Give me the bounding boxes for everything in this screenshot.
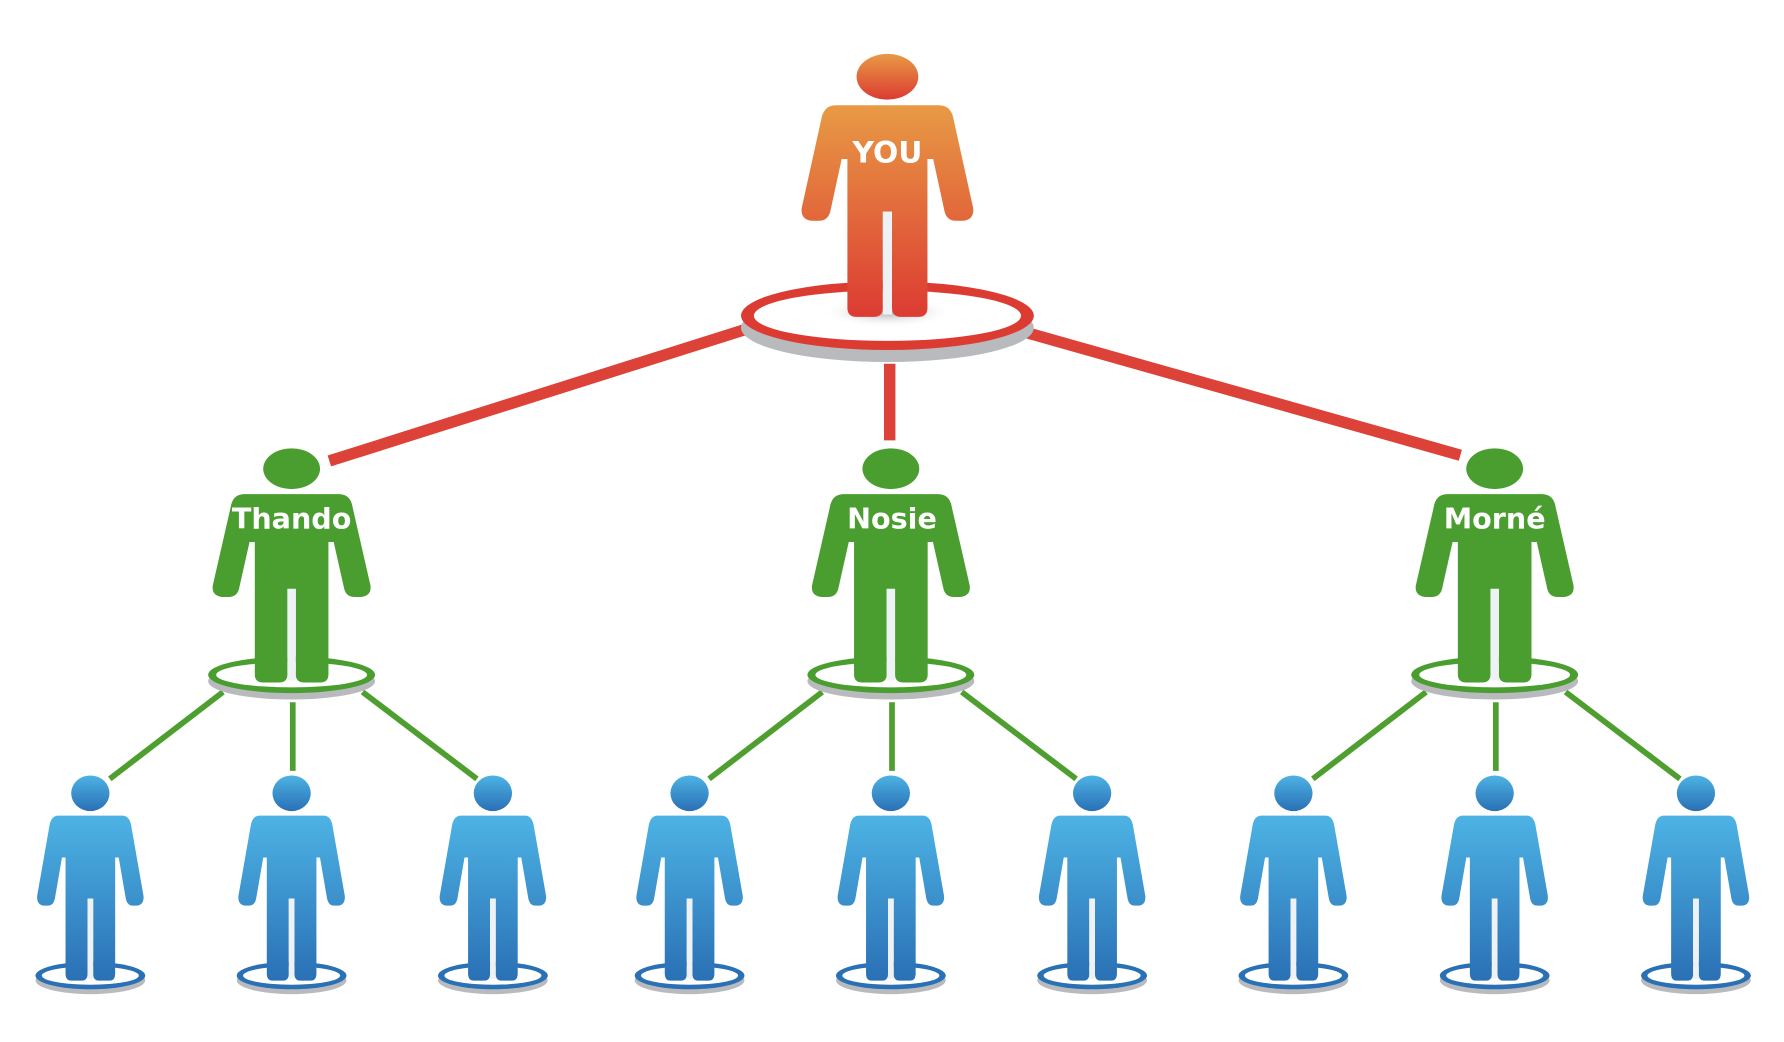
level2-person-icon (37, 775, 144, 981)
leg-gap (1290, 898, 1297, 979)
leg-gap (1089, 898, 1095, 979)
level2-person-icon (1240, 775, 1347, 981)
head-icon (1274, 775, 1313, 812)
leg-gap (888, 898, 894, 979)
level2-person-icon (1441, 775, 1548, 981)
link-level1-child (108, 689, 225, 782)
link-level1-child (1563, 689, 1682, 782)
body-icon (1642, 815, 1750, 981)
level2-person-icon (238, 775, 345, 981)
head-icon (1466, 448, 1524, 490)
link-level1-child (960, 689, 1078, 782)
head-icon (1475, 775, 1514, 812)
head-icon (473, 775, 513, 812)
leg-gap (490, 898, 496, 979)
head-icon (871, 775, 911, 812)
level1-person-icon (811, 448, 970, 683)
level2-person-icon (1642, 775, 1750, 981)
leg-gap (287, 588, 296, 681)
level1-label-nosie: Nosie (847, 501, 937, 535)
connector-lines (108, 322, 1682, 782)
level1-person-icon (1415, 448, 1574, 683)
body-icon (636, 815, 743, 981)
body-icon (837, 815, 945, 981)
leg-gap (1490, 588, 1499, 681)
leg-gap (288, 898, 295, 979)
head-icon (856, 53, 919, 100)
link-root-thando (327, 322, 751, 467)
body-icon (212, 494, 371, 683)
head-icon (862, 448, 920, 490)
level2-person-icon (837, 775, 945, 981)
head-icon (71, 775, 110, 812)
link-root-morne (1021, 326, 1462, 461)
level2-person-icon (439, 775, 547, 981)
body-icon (1240, 815, 1347, 981)
leg-gap (686, 898, 693, 979)
head-icon (670, 775, 709, 812)
body-icon (1415, 494, 1574, 683)
head-icon (1072, 775, 1112, 812)
head-icon (263, 448, 321, 490)
body-icon (1441, 815, 1548, 981)
body-icon (37, 815, 144, 981)
body-icon (801, 105, 974, 317)
leg-gap (886, 588, 896, 681)
body-icon (238, 815, 345, 981)
head-icon (272, 775, 311, 812)
level1-label-morne: Morné (1444, 501, 1546, 535)
leg-gap (87, 898, 94, 979)
link-level1-child (1311, 689, 1428, 782)
link-level1-child (707, 689, 824, 782)
body-icon (1038, 815, 1146, 981)
level1-person-icon (212, 448, 371, 683)
root-person-icon (801, 53, 974, 317)
body-icon (439, 815, 547, 981)
root-label: YOU (851, 135, 922, 170)
level2-person-icon (636, 775, 743, 981)
head-icon (1676, 775, 1716, 812)
link-level1-child (360, 689, 479, 782)
leg-gap (1491, 898, 1498, 979)
level1-label-thando: Thando (232, 501, 352, 535)
level2-person-icon (1038, 775, 1146, 981)
leg-gap (882, 211, 892, 315)
leg-gap (1693, 898, 1699, 979)
people-nodes (35, 53, 1751, 995)
body-icon (811, 494, 970, 683)
